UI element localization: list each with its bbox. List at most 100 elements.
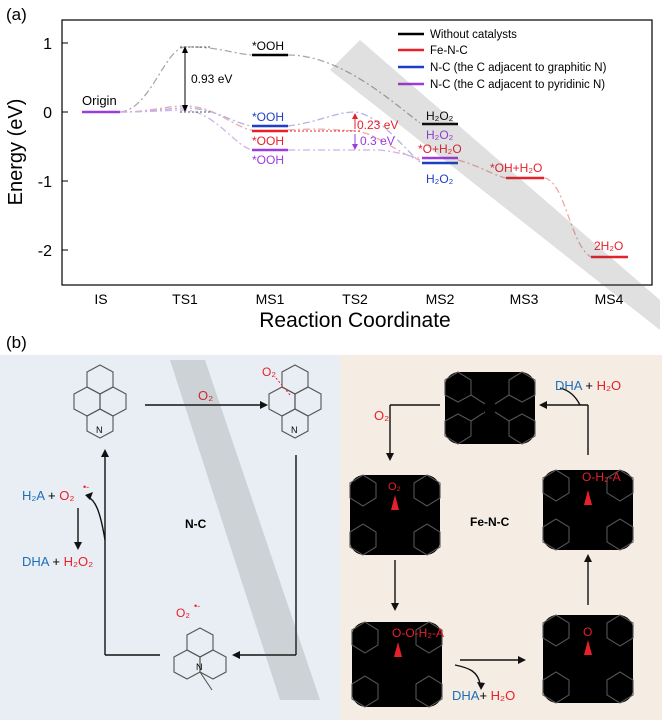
- fenc-reaction-top: DHA + H₂O: [555, 378, 621, 393]
- y-tick-label: -1: [38, 174, 52, 191]
- fenc-label: Fe-N-C: [470, 515, 510, 529]
- fe-complex-right-mid: [542, 469, 634, 551]
- y-tick-label: 1: [43, 36, 52, 53]
- x-tick-label: TS2: [342, 291, 368, 307]
- red-curve-2: [287, 128, 421, 161]
- arrowhead: [518, 656, 526, 664]
- fenc-cycle-frame: [389, 387, 589, 685]
- dha-label: DHA: [555, 378, 583, 393]
- x-tick-label: MS1: [256, 291, 285, 307]
- fe-symbol: Fe: [390, 661, 402, 672]
- ooh-red-label: *OOH: [252, 134, 284, 148]
- o2-anion-label: O₂: [59, 488, 74, 503]
- o2-on-fe-label: O₂: [388, 481, 401, 493]
- h2o2-label: H₂O₂: [64, 554, 94, 569]
- fe-iii-label: FeIII: [482, 404, 500, 416]
- arrowhead: [352, 144, 358, 150]
- arrowhead: [74, 542, 82, 550]
- arrowhead: [232, 651, 240, 659]
- fenc-arrowheads: [386, 401, 592, 690]
- n-atom-label: N: [196, 662, 203, 672]
- o-o-h2a-label: O-O-H₂-A: [392, 626, 444, 640]
- plus-sign: +: [479, 688, 490, 703]
- anion-charge-bottom: •-: [194, 601, 200, 611]
- anion-charge: •-: [83, 482, 89, 492]
- h2o-label: H₂O: [491, 688, 516, 703]
- fe-complex-left-mid: [349, 474, 441, 556]
- level-labels: Origin *OOH *OOH *OOH *OOH H₂O₂ H₂O₂ *O+…: [82, 39, 623, 253]
- arrowhead: [539, 401, 547, 409]
- legend: Without catalysts Fe-N-C N-C (the C adja…: [398, 29, 607, 91]
- o-h2a-text: O-H₂-A: [582, 470, 621, 484]
- o-h2a-label-right: O-H₂-A: [582, 470, 621, 484]
- arrowhead: [386, 453, 394, 461]
- h2o2-blue-label: H₂O₂: [426, 172, 454, 186]
- arrowhead: [584, 554, 592, 562]
- svg-text:DHA+ H₂O: DHA+ H₂O: [452, 688, 515, 703]
- plus-sign: +: [582, 378, 597, 393]
- barrier-023-label: 0.23 eV: [357, 118, 398, 132]
- h2o2-black-label: H₂O₂: [426, 109, 454, 123]
- nc-reaction-bottom: DHA + H₂O₂: [22, 554, 93, 569]
- o-mid-label: O: [583, 625, 592, 639]
- fe-complex-bottom-left: [351, 621, 443, 708]
- o2-adsorbed-label: O₂: [262, 365, 276, 379]
- oh-label: OH: [582, 523, 596, 533]
- oh-label: OH: [392, 676, 406, 686]
- dha-label: DHA: [452, 688, 480, 703]
- arrowhead: [85, 492, 93, 500]
- svg-text:DHA + H₂O: DHA + H₂O: [555, 378, 621, 393]
- oh-label: OH: [484, 422, 498, 432]
- h2o2-purple-label: H₂O₂: [426, 128, 454, 142]
- ooh-blue-label: *OOH: [252, 110, 284, 124]
- legend-label: N-C (the C adjacent to pyridinic N): [430, 79, 605, 91]
- plot-frame: [61, 19, 653, 286]
- panel-a-label: (a): [6, 5, 27, 24]
- purple-curve-2: [287, 149, 421, 159]
- red-curve-4: [543, 177, 592, 258]
- x-tick-label: MS4: [595, 291, 624, 307]
- red-curve-3: [457, 159, 507, 179]
- fe-symbol: Fe: [386, 514, 398, 525]
- o-h2o-red-label: *O+H₂O: [418, 142, 462, 156]
- ooh-black-label: *OOH: [252, 39, 284, 53]
- oxidation-state: III: [494, 404, 500, 411]
- fe-symbol: Fe: [482, 405, 494, 416]
- oxidation-state: IV: [398, 513, 405, 520]
- oxidation-state: IV: [402, 660, 409, 667]
- nc-reaction-top: H₂A + O₂: [22, 488, 74, 503]
- black-curve-2: [287, 54, 421, 124]
- nc-arrowheads: [74, 401, 268, 659]
- x-axis-label: Reaction Coordinate: [259, 309, 450, 332]
- o2-anion-bottom: O₂: [176, 606, 190, 620]
- n-atom-label: N: [96, 425, 103, 435]
- arrowhead: [182, 46, 188, 53]
- oh-h2o-red-label: *OH+H₂O: [490, 161, 542, 175]
- legend-label: Without catalysts: [430, 29, 517, 41]
- fe-iv-label-b: FeIV: [580, 508, 599, 520]
- arrowhead: [182, 105, 188, 112]
- watermark-stroke: [330, 40, 660, 330]
- fe-iv-label-d: FeIV: [580, 658, 599, 670]
- x-tick-label: IS: [94, 291, 107, 307]
- origin-label: Origin: [82, 93, 117, 108]
- nc-molecule-top-left: [73, 364, 127, 439]
- arrowhead: [260, 401, 268, 409]
- svg-text:DHA + H₂O₂: DHA + H₂O₂: [22, 554, 93, 569]
- x-tick-label: MS3: [510, 291, 539, 307]
- y-ticks: 1 0 -1 -2: [38, 36, 68, 260]
- barrier-093-label: 0.93 eV: [191, 72, 232, 86]
- n-atom-label: N: [291, 425, 298, 435]
- o-o-h2a-text: O-O-H₂-A: [392, 626, 444, 640]
- barrier-03-label: 0.3 eV: [360, 134, 395, 148]
- x-tick-label: MS2: [426, 291, 455, 307]
- curved-arrow-bottom: [454, 664, 481, 685]
- plus-sign: +: [49, 554, 64, 569]
- h2a-label: H₂A: [22, 488, 45, 503]
- legend-label: Fe-N-C: [430, 45, 468, 57]
- fe-complex-top: [444, 371, 536, 445]
- panel-b-label: (b): [6, 333, 27, 352]
- arrowhead: [101, 449, 109, 457]
- barrier-annotations: 0.93 eV 0.23 eV 0.3 eV: [180, 46, 398, 150]
